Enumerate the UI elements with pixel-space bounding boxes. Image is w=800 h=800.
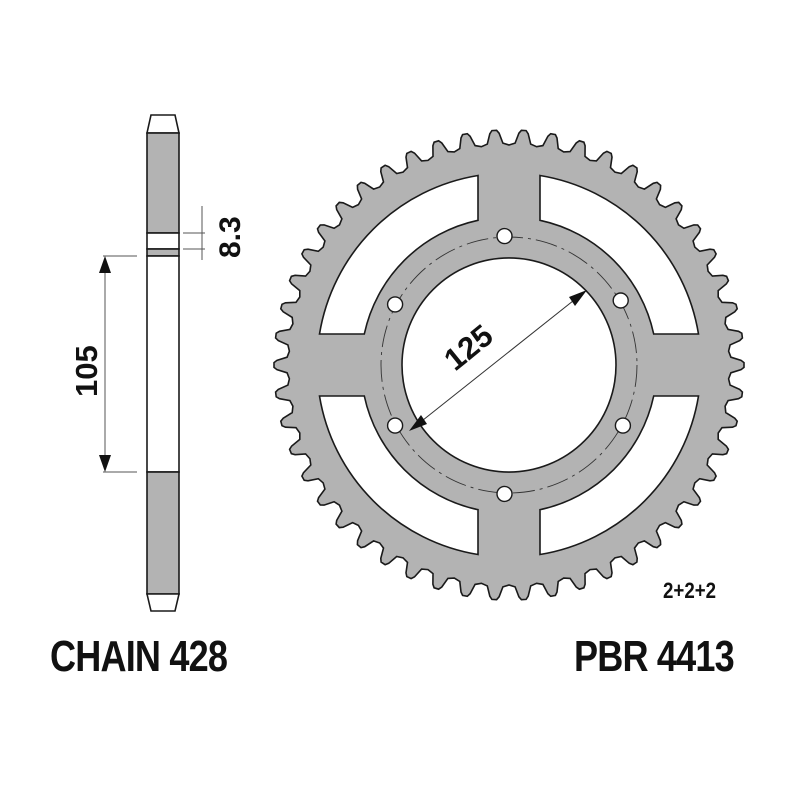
bore-dimension-text: 125 bbox=[437, 318, 499, 378]
side-tooth-bottom bbox=[145, 593, 181, 612]
hole-pattern-label: 2+2+2 bbox=[663, 578, 717, 603]
thickness-dimension-text: 8.3 bbox=[214, 216, 247, 258]
bolt-hole bbox=[614, 417, 632, 434]
side-thin-strip bbox=[146, 248, 180, 257]
side-lower-band bbox=[146, 471, 180, 595]
chain-size-label: CHAIN 428 bbox=[50, 632, 228, 681]
bolt-hole bbox=[386, 296, 404, 313]
thickness-dimension bbox=[183, 206, 205, 260]
part-number-label: PBR 4413 bbox=[574, 632, 735, 681]
bore-dimension bbox=[409, 290, 587, 431]
side-tooth-top bbox=[146, 114, 180, 134]
side-view bbox=[145, 114, 181, 612]
side-gap bbox=[146, 232, 180, 250]
bolt-holes bbox=[386, 227, 632, 503]
offset-dimension bbox=[99, 255, 137, 473]
offset-dimension-text: 105 bbox=[69, 345, 104, 397]
side-upper-band bbox=[146, 132, 180, 234]
front-view: 125 bbox=[273, 129, 745, 601]
bolt-hole bbox=[496, 227, 513, 245]
side-hub bbox=[146, 255, 180, 473]
sprocket-body bbox=[273, 129, 745, 601]
bolt-hole bbox=[612, 292, 629, 309]
bolt-hole bbox=[496, 485, 513, 503]
bolt-hole bbox=[386, 417, 404, 434]
